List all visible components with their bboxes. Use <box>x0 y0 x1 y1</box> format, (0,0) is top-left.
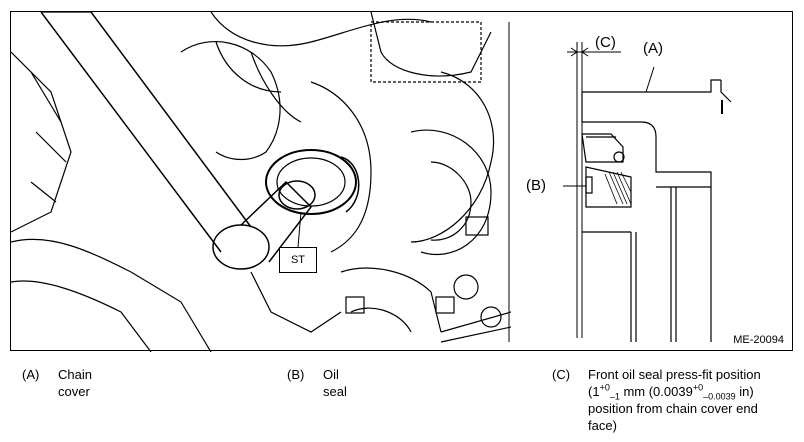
tolerance-lower-in: –0.0039 <box>703 391 736 402</box>
tolerance-lower-mm: –1 <box>609 391 620 402</box>
tolerance-mid: mm (0.0039 <box>619 384 693 399</box>
callout-a: (A) <box>643 40 663 57</box>
tolerance-close: in) <box>735 384 754 399</box>
tolerance-open: (1 <box>588 384 600 399</box>
figure-id: ME-20094 <box>733 334 784 346</box>
tolerance-upper-mm: +0 <box>599 382 610 393</box>
legend-text: Chain cover <box>58 367 92 399</box>
callout-c: (C) <box>595 34 616 51</box>
legend-key: (C) <box>552 367 571 382</box>
legend-key: (A) <box>22 367 40 382</box>
legend-text: Oil seal <box>323 367 347 399</box>
legend-c-line3: position from chain cover end <box>588 401 758 416</box>
legend-key: (B) <box>287 367 305 382</box>
illustration-frame: ST <box>10 11 793 352</box>
tolerance-upper-in: +0 <box>692 382 704 393</box>
legend-c-line4: face) <box>588 418 617 433</box>
installation-drawing <box>11 12 511 352</box>
callout-b: (B) <box>526 177 546 194</box>
legend-c-line1: Front oil seal press-fit position <box>588 367 761 382</box>
legend-text: Front oil seal press-fit position (1+0–1… <box>588 366 788 434</box>
legend-c-line2: (1+0–1 mm (0.0039+0–0.0039 in) <box>588 382 788 402</box>
special-tool-label: ST <box>279 247 317 273</box>
